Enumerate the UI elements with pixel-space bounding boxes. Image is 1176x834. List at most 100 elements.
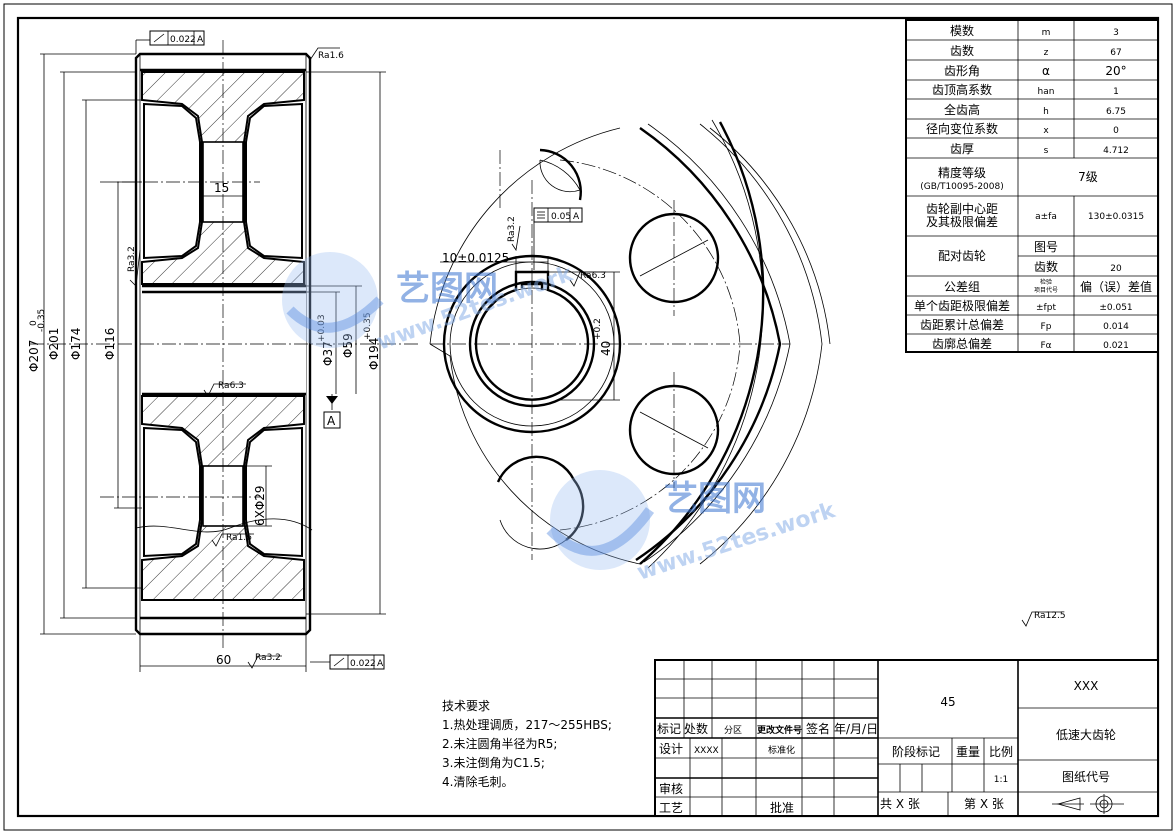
dim-holes: 6XΦ29: [253, 485, 267, 526]
section-dimensions: Φ207 0 -0.35 Φ201 Φ174 Φ116 Φ37 +0.03 Φ5…: [27, 35, 1066, 669]
dim-d37-tol: +0.03: [317, 314, 327, 342]
watermark-brand-1: 艺图网: [396, 269, 498, 309]
dim-width-60: 60: [216, 653, 231, 667]
runout-top-val: 0.022: [170, 35, 196, 45]
tol-group-label: 公差组: [944, 280, 980, 294]
dim-width-15: 15: [214, 181, 229, 195]
sym-val: 0.05: [551, 212, 571, 222]
dim-d207-tol-bot: -0.35: [37, 309, 47, 332]
param-val-2: 20°: [1105, 64, 1126, 78]
param-sym-6: s: [1044, 146, 1049, 156]
tb-scale: 比例: [989, 745, 1013, 759]
tb-stage-mark: 阶段标记: [892, 744, 940, 759]
tb-date: 年/月/日: [834, 722, 878, 736]
tb-sheet-no: 第 X 张: [964, 797, 1004, 811]
tb-marker: 标记: [657, 722, 681, 736]
dim-d207: Φ207: [27, 340, 41, 372]
precision-std: (GB/T10095-2008): [920, 182, 1003, 192]
ra-32-key: Ra3.2: [507, 216, 517, 242]
param-sym-5: x: [1043, 126, 1049, 136]
param-label-0: 模数: [950, 23, 974, 38]
param-val-6: 4.712: [1103, 146, 1129, 156]
param-label-2: 齿形角: [944, 64, 980, 78]
section-view: [30, 30, 1062, 672]
param-val-3: 1: [1113, 87, 1119, 97]
tb-review: 审核: [659, 781, 683, 796]
tech-item-4: 4.清除毛刺。: [442, 774, 513, 789]
tb-count: 处数: [684, 721, 708, 736]
tb-process: 工艺: [659, 801, 683, 815]
mating-label: 配对齿轮: [938, 249, 986, 263]
tech-item-1: 1.热处理调质，217～255HBS;: [442, 718, 612, 732]
tb-signature: 签名: [806, 721, 830, 736]
tb-material: 45: [940, 695, 955, 709]
tb-part-name: 低速大齿轮: [1056, 728, 1116, 742]
center-val: 130±0.0315: [1088, 212, 1144, 222]
param-label-3: 齿顶高系数: [932, 82, 992, 97]
precision-val: 7级: [1078, 170, 1098, 184]
cum-dev-label: 齿距累计总偏差: [920, 317, 1004, 332]
param-sym-4: h: [1043, 107, 1049, 117]
dim-d59: Φ59: [341, 333, 355, 358]
dim-d194-tol: +0.35: [363, 312, 373, 340]
tb-change-doc: 更改文件号: [757, 724, 802, 736]
dim-key-width: 10±0.0125: [442, 251, 509, 265]
mating-drawing-no: 图号: [1034, 240, 1058, 254]
param-sym-2: α: [1042, 64, 1050, 78]
tech-heading: 技术要求: [442, 699, 490, 713]
tb-designer: XXXX: [694, 746, 719, 756]
dim-d37: Φ37: [321, 341, 335, 366]
ra-16-bottom: Ra1.6: [226, 533, 252, 543]
ra-63-hub: Ra6.3: [218, 381, 244, 391]
dim-d207-tol-top: 0: [29, 320, 39, 326]
tb-zone: 分区: [724, 725, 742, 736]
ra-125: Ra12.5: [1034, 611, 1066, 621]
dim-d201: Φ201: [47, 328, 61, 360]
center-sym: a±fa: [1035, 212, 1057, 222]
dim-d174: Φ174: [69, 328, 83, 360]
center-label-1: 齿轮副中心距: [926, 201, 998, 216]
dim-key-depth-tol: +0.2: [593, 318, 603, 340]
profile-dev-val: 0.021: [1103, 341, 1129, 351]
param-sym-0: m: [1042, 28, 1051, 38]
runout-bot-ref: A: [377, 659, 384, 669]
tb-weight: 重量: [956, 745, 980, 759]
title-block: 标记 处数 分区 更改文件号 签名 年/月/日 设计 XXXX 标准化 审核 工…: [654, 659, 1159, 817]
inner-frame: [16, 16, 1160, 818]
profile-dev-label: 齿廓总偏差: [932, 336, 992, 351]
cum-dev-sym: Fp: [1041, 322, 1052, 332]
pitch-dev-val: ±0.051: [1099, 303, 1132, 313]
mating-teeth: 齿数: [1034, 259, 1058, 274]
tb-design: 设计: [659, 742, 683, 756]
param-val-0: 3: [1113, 28, 1119, 38]
cum-dev-val: 0.014: [1103, 322, 1129, 332]
tb-total-sheets: 共 X 张: [880, 797, 920, 811]
pitch-dev-sym: ±fpt: [1036, 303, 1056, 313]
tb-scale-val: 1:1: [994, 775, 1008, 785]
ra-32-left: Ra3.2: [127, 246, 137, 272]
gear-parameters-table: 模数 m 3 齿数 z 67 齿形角 α 20° 齿顶高系数 han 1 全齿高…: [905, 19, 1159, 353]
tol-group-val: 偏（误）差值: [1080, 279, 1152, 294]
param-label-5: 径向变位系数: [926, 121, 998, 136]
param-sym-1: z: [1044, 48, 1049, 58]
tech-item-2: 2.未注圆角半径为R5;: [442, 736, 557, 751]
ra-16-top: Ra1.6: [318, 51, 344, 61]
watermark-1: 艺图网 www.52tes.work: [282, 252, 577, 356]
dim-key-depth: 40: [599, 341, 613, 356]
end-view-dimensions: 10±0.0125 40 +0.2 Ra3.2 Ra6.3 0.05 A: [442, 212, 613, 356]
runout-top-ref: A: [197, 35, 204, 45]
center-label-2: 及其极限偏差: [926, 214, 998, 229]
outer-frame: [3, 3, 1173, 831]
tol-group-sym-2: 项目代号: [1034, 286, 1058, 294]
precision-label: 精度等级: [938, 165, 986, 180]
param-val-1: 67: [1110, 48, 1121, 58]
sym-ref: A: [573, 212, 580, 222]
param-val-5: 0: [1113, 126, 1119, 136]
param-label-6: 齿厚: [950, 142, 974, 156]
watermark-2: 艺图网 www.52tes.work: [546, 470, 839, 586]
projection-symbol-icon: [1052, 794, 1124, 814]
watermark-brand-2: 艺图网: [664, 479, 766, 519]
tb-standardize: 标准化: [768, 744, 795, 756]
pitch-dev-label: 单个齿距极限偏差: [914, 298, 1010, 313]
